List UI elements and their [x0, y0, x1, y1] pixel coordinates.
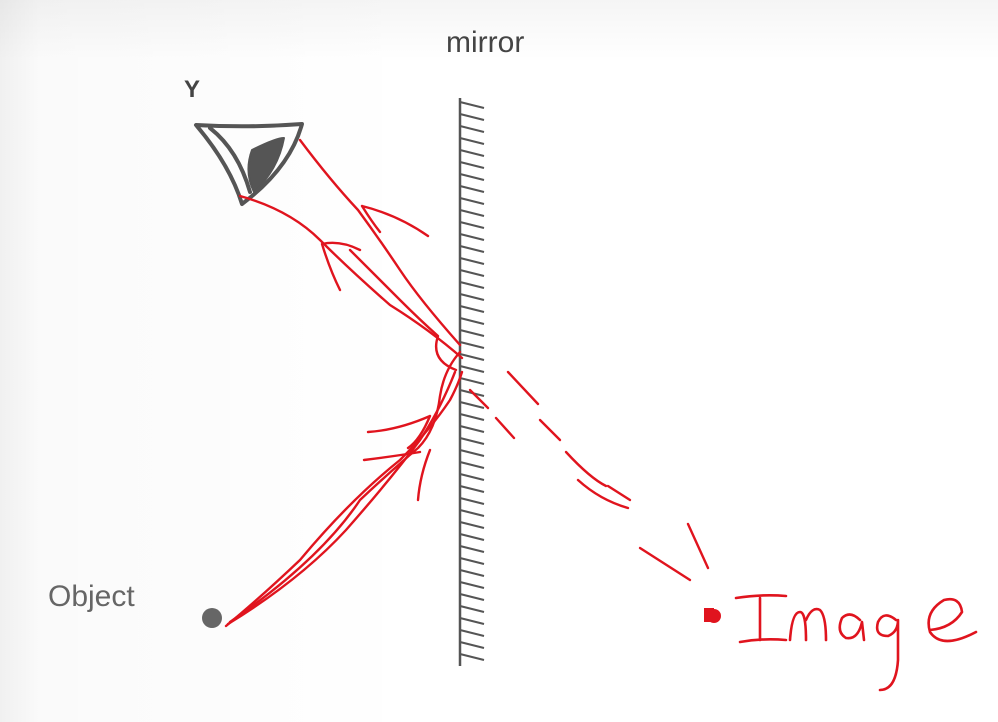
hatch-mark — [459, 293, 485, 301]
hatch-mark — [459, 233, 485, 241]
hatch-mark — [459, 557, 485, 565]
hatch-mark — [459, 305, 485, 313]
hatch-mark — [459, 497, 485, 505]
hatch-mark — [459, 185, 485, 193]
hatch-mark — [459, 485, 485, 493]
reflected-ray-3 — [348, 248, 458, 372]
incident-ray-3 — [228, 350, 462, 624]
reflected-ray-2 — [298, 138, 462, 347]
hatch-mark — [459, 365, 485, 373]
image-label — [734, 594, 978, 692]
hatch-mark — [459, 461, 485, 469]
hatch-mark — [459, 413, 485, 421]
hatch-mark — [459, 581, 485, 589]
hatch-mark — [459, 353, 485, 361]
hatch-mark — [459, 281, 485, 289]
mirror-hatching — [459, 101, 485, 661]
hatch-mark — [459, 317, 485, 325]
arrow-up-2 — [362, 448, 432, 502]
observer-label: Y — [184, 76, 201, 103]
object-dot — [202, 608, 222, 628]
hatch-mark — [459, 449, 485, 457]
arrow-up-1 — [366, 414, 432, 450]
reflected-ray-1 — [238, 194, 464, 360]
hatch-mark — [459, 425, 485, 433]
hatch-mark — [459, 137, 485, 145]
hatch-mark — [459, 533, 485, 541]
hatch-mark — [459, 617, 485, 625]
image-dot — [704, 608, 721, 623]
hatch-mark — [459, 269, 485, 277]
arrow-down-2 — [360, 204, 430, 238]
hatch-mark — [459, 101, 485, 109]
object-label: Object — [48, 580, 135, 613]
hatch-mark — [459, 341, 485, 349]
hatch-mark — [459, 629, 485, 637]
hatch-mark — [459, 521, 485, 529]
hatch-mark — [459, 221, 485, 229]
reflected-rays — [224, 138, 464, 628]
mirror — [458, 98, 485, 666]
hatch-mark — [459, 173, 485, 181]
hatch-mark — [459, 509, 485, 517]
hatch-mark — [459, 125, 485, 133]
arrow-down-1 — [320, 241, 362, 292]
hatch-mark — [459, 149, 485, 157]
hatch-mark — [459, 377, 485, 385]
hatch-mark — [459, 113, 485, 121]
hatch-mark — [459, 545, 485, 553]
incident-ray-2 — [226, 370, 457, 626]
virtual-rays — [468, 370, 710, 582]
hatch-mark — [459, 437, 485, 445]
hatch-mark — [459, 209, 485, 217]
hatch-mark — [459, 569, 485, 577]
hatch-mark — [459, 653, 485, 661]
hatch-mark — [459, 245, 485, 253]
incident-ray-1 — [224, 370, 464, 628]
hatch-mark — [459, 161, 485, 169]
hatch-mark — [459, 473, 485, 481]
hatch-mark — [459, 257, 485, 265]
hatch-mark — [459, 605, 485, 613]
hatch-mark — [459, 197, 485, 205]
hatch-mark — [459, 593, 485, 601]
mirror-label: mirror — [446, 26, 525, 59]
hatch-mark — [459, 641, 485, 649]
eye-icon — [194, 122, 304, 206]
hatch-mark — [459, 329, 485, 337]
hatch-mark — [459, 401, 485, 409]
